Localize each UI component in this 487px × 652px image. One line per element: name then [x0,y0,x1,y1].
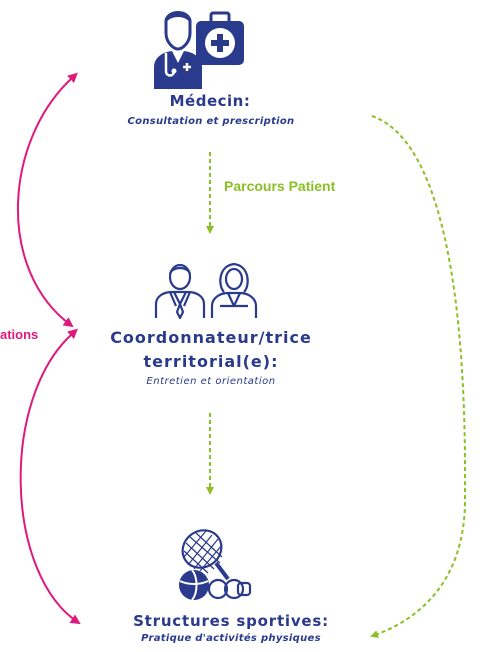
coordonnateur-title-line1: Coordonnateur/trice [110,328,312,347]
parcours-patient-label: Parcours Patient [224,178,336,194]
arrow-medecin-to-structures [370,115,467,638]
arrow-magenta-bottom [19,328,81,625]
coordonnateur-subtitle: Entretien et orientation [146,376,276,387]
coordonnateur-title-line2: territorial(e): [143,352,279,371]
medecin-subtitle: Consultation et prescription [127,116,295,127]
sports-equipment-icon [172,527,254,605]
medecin-title: Médecin: [169,92,251,110]
doctor-medical-bag-icon [152,5,247,91]
left-partial-label: ations [0,327,39,342]
arrow-magenta-top [17,72,78,328]
structures-subtitle: Pratique d'activités physiques [141,633,321,644]
structures-title: Structures sportives: [133,612,329,630]
two-persons-icon [154,262,264,320]
